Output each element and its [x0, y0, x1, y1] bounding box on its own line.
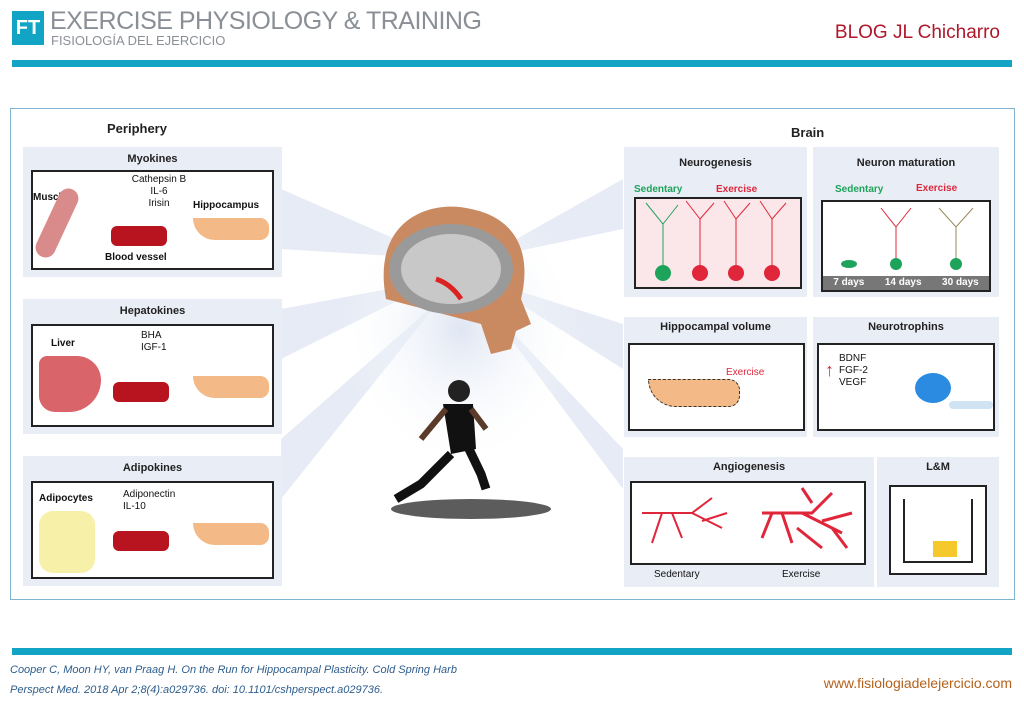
- adipocytes-icon: [39, 511, 95, 573]
- brain-heading: Brain: [791, 125, 825, 140]
- exercise-label: Exercise: [782, 569, 821, 580]
- sedentary-label: Sedentary: [634, 184, 683, 195]
- neurogenesis-diagram: [634, 197, 802, 289]
- exercise-label: Exercise: [716, 184, 758, 195]
- angiogenesis-diagram: [630, 481, 866, 565]
- maze-icon: [889, 485, 987, 575]
- panel-title: Neuron maturation: [856, 157, 956, 169]
- blood-vessel-icon: [111, 226, 167, 246]
- blood-vessel-icon: [113, 531, 169, 551]
- increase-arrow-icon: ↑: [825, 360, 834, 380]
- figure: Periphery Brain Myokines Muscle Cathepsi…: [10, 108, 1015, 600]
- header-divider: [12, 60, 1012, 67]
- panel-title: Adipokines: [122, 462, 183, 474]
- periphery-heading: Periphery: [107, 121, 167, 136]
- panel-title: Myokines: [127, 153, 178, 165]
- hippocampus-label: Hippocampus: [193, 200, 260, 211]
- hippocampus-icon: [193, 376, 269, 398]
- footer-divider: [12, 648, 1012, 655]
- neuron-icon: [915, 373, 951, 403]
- hippocampal-volume-panel: Hippocampal volume Exercise: [624, 317, 807, 437]
- cheese-icon: [933, 541, 957, 557]
- exercise-label: Exercise: [726, 367, 765, 378]
- hippocampus-icon: [193, 523, 269, 545]
- light-rays: [281, 179, 623, 519]
- runner-icon: [448, 380, 470, 402]
- vessel-label: Blood vessel: [105, 252, 167, 263]
- blog-label[interactable]: BLOG JL Chicharro: [834, 22, 1000, 43]
- panel-title: Angiogenesis: [712, 461, 786, 473]
- shadow: [391, 499, 551, 519]
- sedentary-label: Sedentary: [654, 569, 700, 580]
- site-title: EXERCISE PHYSIOLOGY & TRAINING: [50, 7, 482, 35]
- sedentary-label: Sedentary: [835, 184, 884, 195]
- website-link[interactable]: www.fisiologiadelejercicio.com: [823, 675, 1012, 691]
- citation-line-2: Perspect Med. 2018 Apr 2;8(4):a029736. d…: [10, 684, 384, 696]
- liver-label: Liver: [51, 338, 75, 349]
- citation-line-1: Cooper C, Moon HY, van Praag H. On the R…: [10, 664, 457, 676]
- adipocytes-label: Adipocytes: [39, 493, 93, 504]
- site-subtitle: FISIOLOGÍA DEL EJERCICIO: [51, 33, 226, 48]
- panel-title: Neurogenesis: [679, 157, 752, 169]
- logo: FT: [12, 11, 44, 45]
- panel-title: L&M: [926, 461, 950, 473]
- neuron-maturation-panel: Neuron maturation Sedentary Exercise 7 d…: [813, 147, 999, 297]
- panel-title: Hippocampal volume: [660, 321, 771, 333]
- lm-panel: L&M: [877, 457, 999, 587]
- neurogenesis-panel: Neurogenesis Sedentary Exercise: [624, 147, 807, 297]
- panel-title: Hepatokines: [119, 305, 186, 317]
- hippocampus-icon: [648, 379, 740, 407]
- blood-vessel-icon: [113, 382, 169, 402]
- liver-icon: [39, 356, 101, 412]
- axon-icon: [949, 401, 993, 409]
- muscle-label: Muscle: [33, 192, 67, 203]
- hippocampus-icon: [193, 218, 269, 240]
- panel-title: Neurotrophins: [868, 321, 944, 333]
- exercise-label: Exercise: [916, 183, 958, 194]
- angiogenesis-panel: Angiogenesis Sedentary Exercise: [624, 457, 874, 587]
